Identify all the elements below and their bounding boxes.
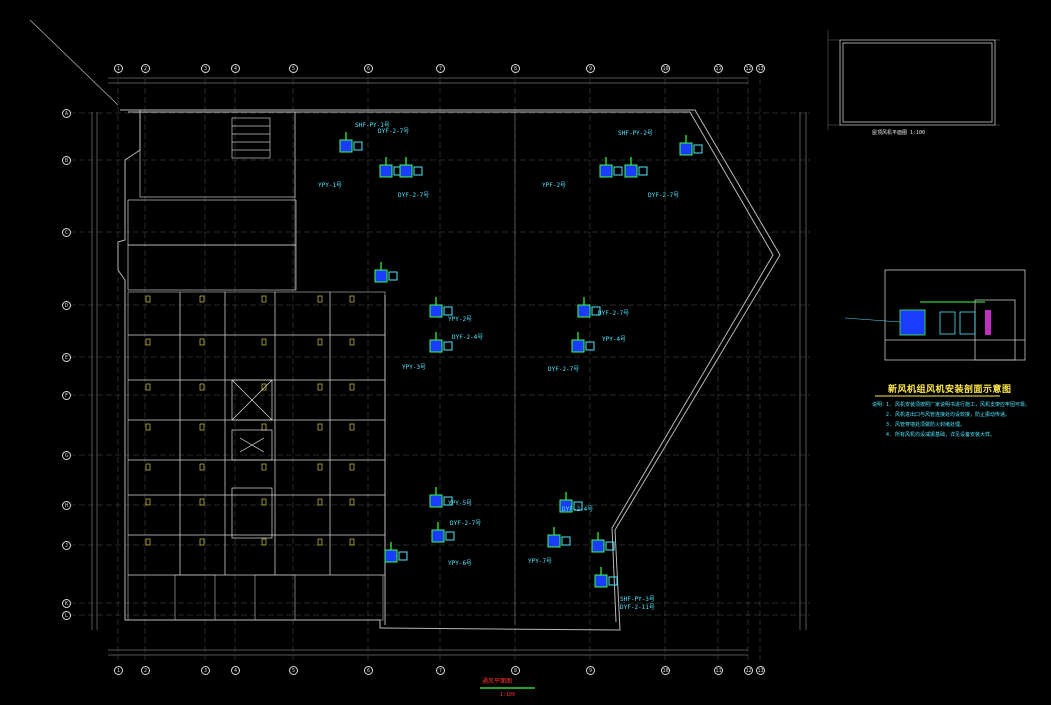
dimension-lines [91, 77, 807, 656]
frame-diagonal [29, 19, 119, 106]
grid-bubble-top-11: 12 [744, 64, 753, 73]
grid-bubble-left-0: A [62, 109, 71, 118]
grid-bubble-left-6: G [62, 451, 71, 460]
equipment-tag-t11: DYF-2-7号 [598, 310, 630, 317]
grid-bubble-bottom-1: 2 [141, 666, 150, 675]
equipment-tag-t9: DYF-2-4号 [452, 334, 484, 341]
grid-bubble-top-0: 1 [114, 64, 123, 73]
grid-bubble-top-7: 8 [511, 64, 520, 73]
grid-axis-vertical [117, 70, 761, 660]
grid-bubble-top-10: 11 [714, 64, 723, 73]
building-outline [117, 109, 781, 631]
grid-bubble-top-12: 13 [756, 64, 765, 73]
notes-label: 说明： [872, 402, 888, 408]
grid-bubble-top-6: 7 [436, 64, 445, 73]
note-2: 2. 风机进出口与风管连接处均设软接，防止振动传递。 [886, 412, 1011, 418]
fan-section-detail [844, 269, 1026, 361]
equipment-tag-t18: YPY-7号 [528, 558, 553, 565]
grid-bubble-bottom-7: 8 [511, 666, 520, 675]
grid-bubble-left-2: C [62, 228, 71, 237]
grid-bubble-top-3: 4 [231, 64, 240, 73]
grid-bubble-left-7: H [62, 501, 71, 510]
grid-bubble-left-9: K [62, 599, 71, 608]
grid-bubble-left-1: B [62, 156, 71, 165]
grid-bubble-top-9: 10 [661, 64, 670, 73]
grid-bubble-left-10: L [62, 611, 71, 620]
grid-axis-horizontal [70, 112, 810, 616]
equipment-tag-t19: SHF-PY-3号 [620, 596, 655, 603]
equipment-tag-t8: YPY-2号 [448, 316, 473, 323]
grid-bubble-bottom-8: 9 [586, 666, 595, 675]
note-3: 3. 风管穿墙处须做防火封堵处理。 [886, 422, 966, 428]
equipment-tag-t6: YPF-2号 [542, 182, 567, 189]
equipment-tag-t15: DYF-2-7号 [450, 520, 482, 527]
grid-bubble-bottom-4: 5 [289, 666, 298, 675]
roof-plan-label: 屋顶风机平面图 1:100 [872, 130, 926, 136]
equipment-tag-t10: YPY-3号 [402, 364, 427, 371]
equipment-tag-t2: DYF-2-7号 [378, 128, 410, 135]
grid-bubble-bottom-10: 11 [714, 666, 723, 675]
grid-bubble-bottom-2: 3 [201, 666, 210, 675]
grid-bubble-top-1: 2 [141, 64, 150, 73]
grid-bubble-bottom-6: 7 [436, 666, 445, 675]
equipment-tag-t12: YPY-4号 [602, 336, 627, 343]
grid-bubble-left-5: F [62, 391, 71, 400]
plan-scale: 1:100 [500, 692, 516, 698]
roof-plan [827, 30, 1000, 130]
elevator-cores [231, 379, 273, 539]
grid-bubble-bottom-9: 10 [661, 666, 670, 675]
equipment-tag-t20: DYF-2-11号 [620, 604, 655, 611]
equipment-tag-t17: DYF-2-4号 [562, 506, 594, 513]
plan-title: 通风平面图 [482, 678, 513, 685]
equipment-tag-t7: DYF-2-7号 [648, 192, 680, 199]
equipment-tag-t4: DYF-2-7号 [398, 192, 430, 199]
note-1: 1. 风机安装须按照厂家说明书进行施工，风机支架应牢固可靠。 [886, 402, 1031, 408]
grid-bubble-top-4: 5 [289, 64, 298, 73]
equipment-tag-t1: SHF-PY-1号 [355, 122, 390, 129]
grid-bubble-left-4: E [62, 353, 71, 362]
grid-bubble-bottom-11: 12 [744, 666, 753, 675]
grid-bubble-bottom-3: 4 [231, 666, 240, 675]
grid-bubble-left-3: D [62, 301, 71, 310]
detail-title: 新风机组风机安装剖面示意图 [888, 385, 1012, 395]
grid-bubble-top-2: 3 [201, 64, 210, 73]
stair-core-top [127, 111, 297, 291]
equipment-tag-t16: YPY-6号 [448, 560, 473, 567]
equipment-tag-t14: YPY-5号 [448, 500, 473, 507]
fan-units [339, 132, 703, 588]
grid-bubble-top-8: 9 [586, 64, 595, 73]
note-4: 4. 所有风机均设减振基础，详见设备安装大样。 [886, 432, 996, 438]
equipment-tag-t5: SHF-PY-2号 [618, 130, 653, 137]
equipment-tag-t3: YPY-1号 [318, 182, 343, 189]
grid-bubble-bottom-5: 6 [364, 666, 373, 675]
residential-rooms [127, 291, 386, 621]
grid-bubble-top-5: 6 [364, 64, 373, 73]
equipment-tag-t13: DYF-2-7号 [548, 366, 580, 373]
grid-bubble-bottom-12: 13 [756, 666, 765, 675]
grid-bubble-left-8: J [62, 541, 71, 550]
grid-bubble-bottom-0: 1 [114, 666, 123, 675]
